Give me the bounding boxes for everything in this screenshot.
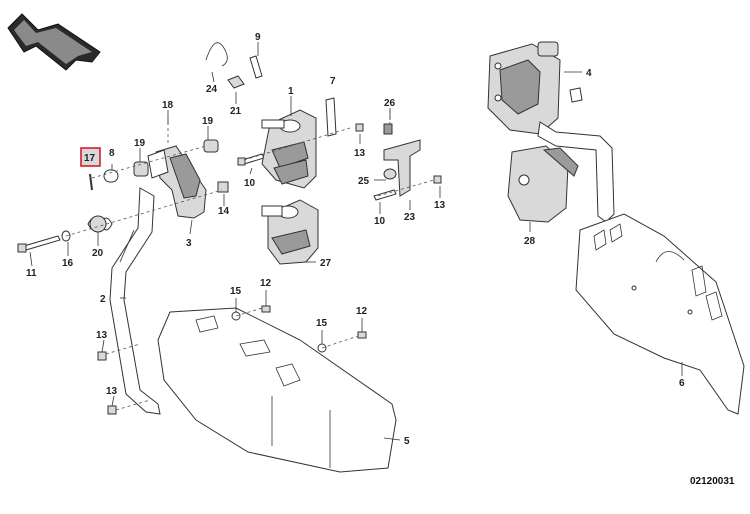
callout-16: 16 — [62, 258, 74, 269]
callout-13b: 13 — [96, 330, 108, 341]
spring-clip — [205, 42, 263, 79]
callout-26: 26 — [384, 98, 396, 109]
nut — [217, 181, 229, 193]
bolt — [17, 230, 71, 253]
shield-panel — [157, 307, 397, 473]
callout-5: 5 — [404, 436, 410, 447]
bushing — [103, 139, 219, 183]
lower-bracket — [261, 199, 319, 265]
callout-14: 14 — [218, 206, 230, 217]
leader-lines — [29, 42, 683, 441]
bracket-arm — [109, 187, 161, 415]
nut — [433, 175, 442, 184]
nut — [97, 351, 107, 361]
callout-10b: 10 — [374, 216, 386, 227]
callout-10a: 10 — [244, 178, 256, 189]
callout-13c: 13 — [106, 386, 118, 397]
highlight-box — [80, 147, 101, 167]
callout-19b: 19 — [134, 138, 146, 149]
callout-17: 17 — [84, 153, 96, 164]
callout-21: 21 — [230, 106, 242, 117]
bolt — [237, 153, 265, 166]
rear-shield-panel — [575, 213, 745, 415]
callout-3: 3 — [186, 238, 192, 249]
spring — [87, 215, 113, 233]
callout-18: 18 — [162, 100, 174, 111]
callout-4: 4 — [586, 68, 592, 79]
callout-1: 1 — [288, 86, 294, 97]
callout-12a: 12 — [260, 278, 272, 289]
callout-20: 20 — [92, 248, 104, 259]
callout-9: 9 — [255, 32, 261, 43]
nut — [355, 123, 364, 132]
callout-15b: 15 — [316, 318, 328, 329]
arrow-icon — [7, 13, 101, 71]
main-bracket — [261, 109, 317, 189]
mount-plate — [147, 145, 207, 219]
assembly-lines — [65, 110, 435, 411]
callout-6: 6 — [679, 378, 685, 389]
callout-13a: 13 — [354, 148, 366, 159]
side-bracket — [507, 145, 579, 223]
callout-15a: 15 — [230, 286, 242, 297]
callout-28: 28 — [524, 236, 536, 247]
callout-19a: 19 — [202, 116, 214, 127]
pin — [89, 173, 93, 191]
callout-12b: 12 — [356, 306, 368, 317]
drawing-code: 02120031 — [690, 476, 735, 487]
callout-7: 7 — [330, 76, 336, 87]
callout-23: 23 — [404, 212, 416, 223]
callout-labels: 1 2 3 4 5 6 7 8 9 10 10 11 12 12 13 13 1… — [26, 32, 685, 447]
callout-2: 2 — [100, 294, 106, 305]
callout-25: 25 — [358, 176, 370, 187]
angle-bracket — [373, 123, 421, 201]
linkage-bar — [325, 97, 337, 137]
callout-27: 27 — [320, 258, 332, 269]
callout-8: 8 — [109, 148, 115, 159]
callout-13d: 13 — [434, 200, 446, 211]
upper-mount-bracket — [487, 41, 583, 135]
nut — [107, 405, 117, 415]
clip — [227, 75, 245, 89]
callout-11: 11 — [26, 268, 37, 279]
callout-24: 24 — [206, 84, 218, 95]
